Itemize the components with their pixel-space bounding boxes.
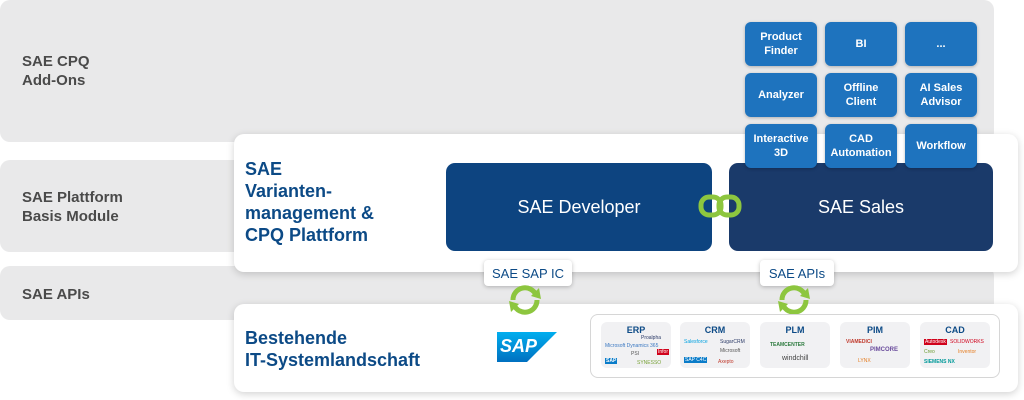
- logo-pimcore: PIMCORE: [870, 347, 899, 353]
- logo-creo: Creo: [924, 349, 935, 355]
- addon-bi[interactable]: BI: [825, 22, 897, 66]
- system-title-erp: ERP: [626, 325, 646, 335]
- logo-autodesk: Autodesk: [924, 339, 947, 345]
- logo-ms-dynamics: Microsoft Dynamics 365: [605, 343, 659, 349]
- system-card-cad[interactable]: CAD Autodesk SOLIDWORKS Creo Inventor SI…: [920, 322, 990, 368]
- logo-psi: PSI: [631, 351, 640, 357]
- link-icon: [698, 194, 742, 218]
- logo-sap-small: SAP: [605, 358, 618, 364]
- system-title-crm: CRM: [704, 325, 726, 335]
- logo-proalpha: Proalpha: [641, 335, 662, 341]
- addon-analyzer[interactable]: Analyzer: [745, 73, 817, 117]
- addon-offline-client[interactable]: Offline Client: [825, 73, 897, 117]
- logo-solidworks: SOLIDWORKS: [950, 339, 984, 345]
- addon-product-finder[interactable]: Product Finder: [745, 22, 817, 66]
- sap-logo: SAP: [497, 332, 557, 362]
- logo-salesforce: Salesforce: [684, 339, 708, 345]
- logo-infor: Infor: [657, 349, 670, 355]
- addon-ai-sales-advisor[interactable]: AI Sales Advisor: [905, 73, 977, 117]
- system-card-crm[interactable]: CRM Salesforce SugarCRM Microsoft SAP C4…: [680, 322, 750, 368]
- system-card-erp[interactable]: ERP Proalpha Microsoft Dynamics 365 PSI …: [601, 322, 671, 368]
- api-sae-apis-chip[interactable]: SAE APIs: [760, 260, 834, 286]
- system-card-pim[interactable]: PIM VIAMEDICI PIMCORE LYNX: [840, 322, 910, 368]
- addon-interactive-3d[interactable]: Interactive 3D: [745, 124, 817, 168]
- landscape-title: Bestehende IT-Systemlandschaft: [245, 328, 421, 370]
- system-card-plm[interactable]: PLM TEAMCENTER windchill: [760, 322, 830, 368]
- logo-sap-c4c: SAP C4C: [684, 357, 708, 363]
- sae-sales-box[interactable]: SAE Sales: [729, 163, 993, 251]
- sap-logo-text: SAP: [500, 336, 538, 356]
- platform-title: SAE Varianten- management & CPQ Plattfor…: [245, 159, 375, 245]
- sae-sales-label: SAE Sales: [817, 196, 905, 217]
- logo-axepto: Axepto: [718, 359, 734, 365]
- addon-cad-automation[interactable]: CAD Automation: [825, 124, 897, 168]
- addon-workflow[interactable]: Workflow: [905, 124, 977, 168]
- logo-synesso: SYNESSO: [637, 360, 662, 366]
- logo-siemens-nx: SIEMENS NX: [924, 359, 955, 365]
- sae-developer-label: SAE Developer: [517, 196, 641, 217]
- api-sap-ic-chip[interactable]: SAE SAP IC: [484, 260, 572, 286]
- band-label-addons: SAE CPQ Add-Ons: [22, 53, 90, 89]
- systems-panel: ERP Proalpha Microsoft Dynamics 365 PSI …: [590, 314, 1000, 378]
- band-label-platform: SAE Plattform Basis Module: [22, 189, 123, 225]
- sync-icon-apis: [778, 285, 810, 315]
- sae-developer-box[interactable]: SAE Developer: [446, 163, 712, 251]
- system-title-pim: PIM: [866, 325, 883, 335]
- system-title-cad: CAD: [945, 325, 965, 335]
- logo-inventor: Inventor: [958, 349, 977, 355]
- logo-lynx: LYNX: [858, 358, 871, 364]
- system-title-plm: PLM: [785, 325, 805, 335]
- sync-icon-sap: [509, 285, 541, 315]
- logo-teamcenter: TEAMCENTER: [770, 342, 805, 348]
- logo-windchill: windchill: [782, 355, 809, 362]
- logo-microsoft: Microsoft: [720, 348, 741, 354]
- band-label-apis: SAE APIs: [22, 286, 90, 303]
- addon-more[interactable]: ...: [905, 22, 977, 66]
- logo-sugarcrm: SugarCRM: [720, 339, 745, 345]
- logo-viamedici: VIAMEDICI: [846, 339, 872, 345]
